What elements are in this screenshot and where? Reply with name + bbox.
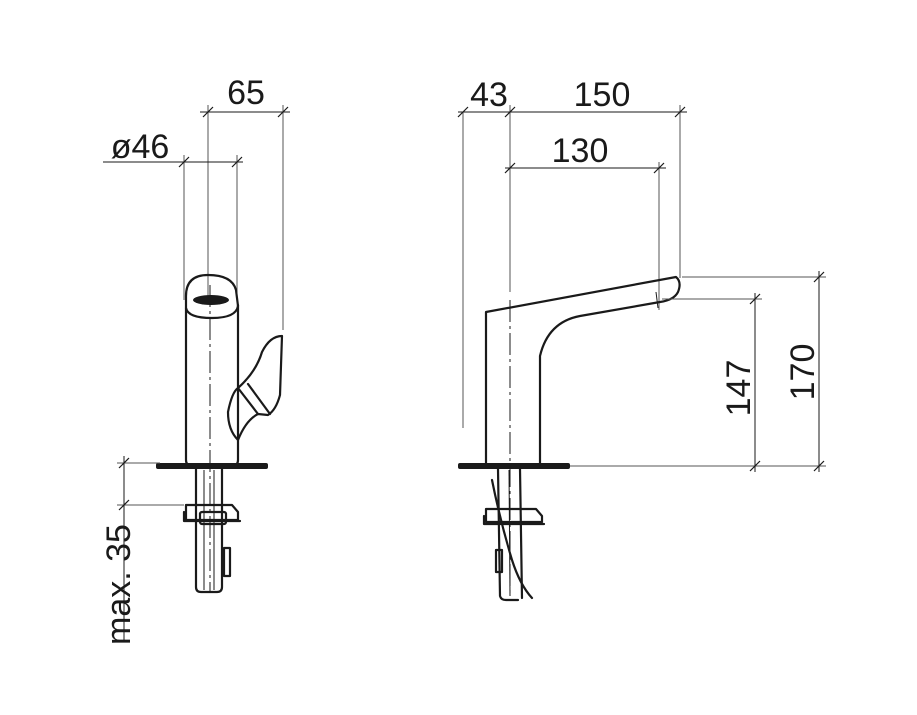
dimension-max-35: max. 35 bbox=[100, 456, 184, 645]
side-faucet-body bbox=[484, 275, 681, 468]
front-lever-detail bbox=[236, 382, 272, 416]
dimension-diameter-46-label: ø46 bbox=[111, 128, 170, 166]
front-view: 65 ø46 bbox=[100, 74, 290, 645]
dimension-130-label: 130 bbox=[552, 132, 609, 170]
dimension-147-label: 147 bbox=[720, 360, 758, 417]
front-spout-aerator bbox=[193, 295, 229, 305]
dimension-65-label: 65 bbox=[227, 74, 265, 112]
side-shank bbox=[482, 467, 546, 602]
front-lever-handle bbox=[226, 334, 284, 442]
dimension-65: 65 bbox=[200, 74, 290, 330]
dimension-130: 130 bbox=[504, 132, 666, 310]
front-base-plate bbox=[156, 463, 268, 469]
front-spout-head bbox=[184, 273, 240, 320]
dimension-170-label: 170 bbox=[784, 344, 822, 401]
side-aerator-mark bbox=[655, 291, 659, 309]
front-shank bbox=[182, 467, 242, 594]
dimension-43-label: 43 bbox=[470, 76, 508, 114]
dimension-147: 147 bbox=[570, 293, 762, 472]
dimension-diameter-46: ø46 bbox=[103, 128, 243, 300]
front-faucet-body bbox=[184, 303, 240, 468]
side-view: 43 150 130 bbox=[457, 76, 826, 602]
dimension-150-label: 150 bbox=[574, 76, 631, 114]
side-base-plate bbox=[458, 463, 570, 469]
dimension-150: 150 bbox=[504, 76, 687, 292]
dimension-max-35-label: max. 35 bbox=[100, 524, 138, 645]
dimension-170: 170 bbox=[682, 271, 826, 472]
